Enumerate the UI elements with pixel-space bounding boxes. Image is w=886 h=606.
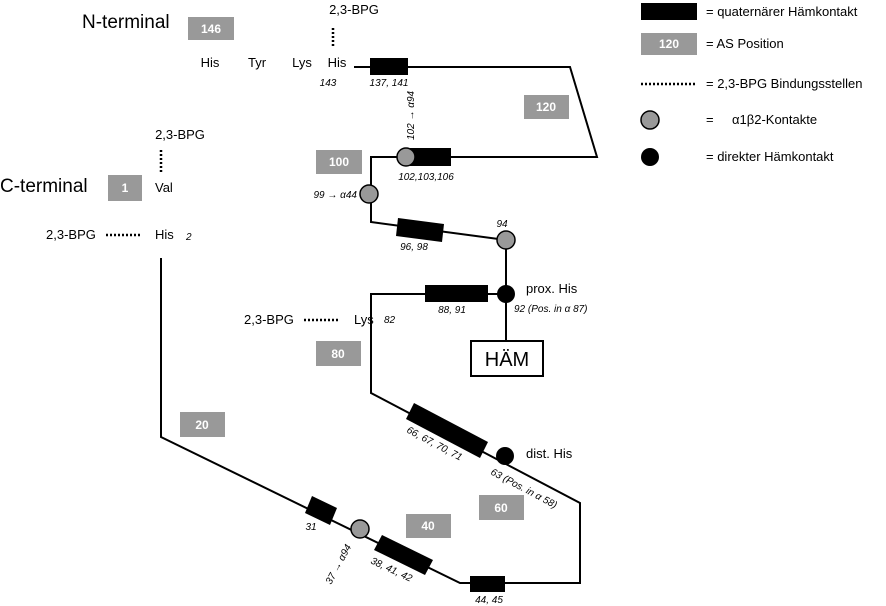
heme-contact-38-42	[374, 535, 433, 575]
position-box-40	[406, 514, 451, 538]
position-box-100-label: 100	[329, 155, 349, 169]
residue-lys-144: Lys	[292, 55, 312, 70]
lys-residue: Lys	[354, 312, 374, 327]
a1b2-contact-94	[496, 230, 516, 250]
a1b2-contact-102	[396, 147, 416, 167]
distal-histidine-dot	[496, 447, 514, 465]
alpha94-top-label: 102 → α94	[406, 90, 417, 140]
legend: = quaternärer Hämkontakt 120 = AS Positi…	[640, 3, 862, 166]
heme-contact-96-98-label: 96, 98	[400, 242, 428, 253]
position-box-146-label: 146	[201, 22, 221, 36]
a1b2-contact-37	[350, 519, 370, 539]
his-2-pos: 2	[185, 232, 192, 243]
legend-position-number: 120	[659, 37, 679, 51]
prox-his-pos: 92 (Pos. in α 87)	[514, 304, 588, 315]
a1b2-contact-99	[359, 184, 379, 204]
legend-direct-swatch	[641, 148, 659, 166]
position-box-146	[188, 17, 234, 40]
val-residue: Val	[155, 180, 173, 195]
legend-quaternary-swatch	[641, 3, 697, 20]
position-box-1	[108, 175, 142, 201]
residue-pos-143: 143	[320, 78, 337, 89]
lys-bpg-label: 2,3-BPG	[244, 312, 294, 327]
position-box-40-label: 40	[421, 519, 435, 533]
heme-contact-102-106-label: 102,103,106	[398, 172, 454, 183]
position-box-100	[316, 150, 362, 174]
heme-contact-31-label: 31	[305, 522, 316, 533]
dist-his-label: dist. His	[526, 446, 573, 461]
position-box-20-label: 20	[195, 418, 209, 432]
heme-contact-44-45	[470, 576, 505, 592]
alpha44-label: 99 → α44	[313, 190, 357, 201]
heme-label: HÄM	[485, 349, 529, 371]
position-box-80-label: 80	[331, 347, 345, 361]
legend-a1b2-label: α1β2-Kontakte	[732, 112, 817, 127]
heme-contact-137-141	[370, 58, 408, 75]
lys-pos: 82	[384, 315, 396, 326]
position-box-1-label: 1	[122, 181, 129, 195]
heme-contact-31	[305, 496, 337, 525]
legend-direct-label: = direkter Hämkontakt	[706, 149, 834, 164]
his-2-residue: His	[155, 227, 174, 242]
residue-his-146: His	[201, 55, 220, 70]
heme-contact-88-91	[425, 285, 488, 302]
heme-contact-88-91-label: 88, 91	[438, 305, 466, 316]
position-box-120-label: 120	[536, 100, 556, 114]
heme-contact-66-71	[406, 403, 488, 458]
position-box-60	[479, 495, 524, 520]
heme-contact-44-45-label: 44, 45	[475, 595, 503, 606]
legend-position-swatch	[641, 33, 697, 55]
legend-bpg-label: = 2,3-BPG Bindungsstellen	[706, 76, 862, 91]
position-box-120	[524, 95, 569, 119]
c-terminal-bpg-left: 2,3-BPG	[46, 227, 96, 242]
pos-94-label: 94	[496, 219, 508, 230]
legend-position-label: = AS Position	[706, 36, 784, 51]
legend-quaternary-label: = quaternärer Hämkontakt	[706, 4, 858, 19]
heme-contact-96-98	[396, 218, 444, 242]
legend-a1b2-eq: =	[706, 112, 714, 127]
position-box-60-label: 60	[494, 501, 508, 515]
alpha94-bottom-label: 37 → α94	[324, 542, 354, 586]
chain-path	[160, 66, 599, 584]
position-box-80	[316, 341, 361, 366]
c-terminal-label: C-terminal	[0, 176, 88, 197]
prox-his-label: prox. His	[526, 281, 578, 296]
heme-contact-137-141-label: 137, 141	[370, 78, 409, 89]
legend-a1b2-swatch	[640, 110, 660, 130]
n-terminal-bpg: 2,3-BPG	[329, 2, 379, 17]
residue-tyr-145: Tyr	[248, 55, 267, 70]
position-box-20	[180, 412, 225, 437]
n-terminal-label: N-terminal	[82, 12, 170, 33]
heme-box	[470, 340, 544, 377]
heme-contact-102-106	[410, 148, 451, 166]
residue-his-143: His	[328, 55, 347, 70]
c-terminal-bpg-top: 2,3-BPG	[155, 127, 205, 142]
proximal-histidine-dot	[497, 285, 515, 303]
